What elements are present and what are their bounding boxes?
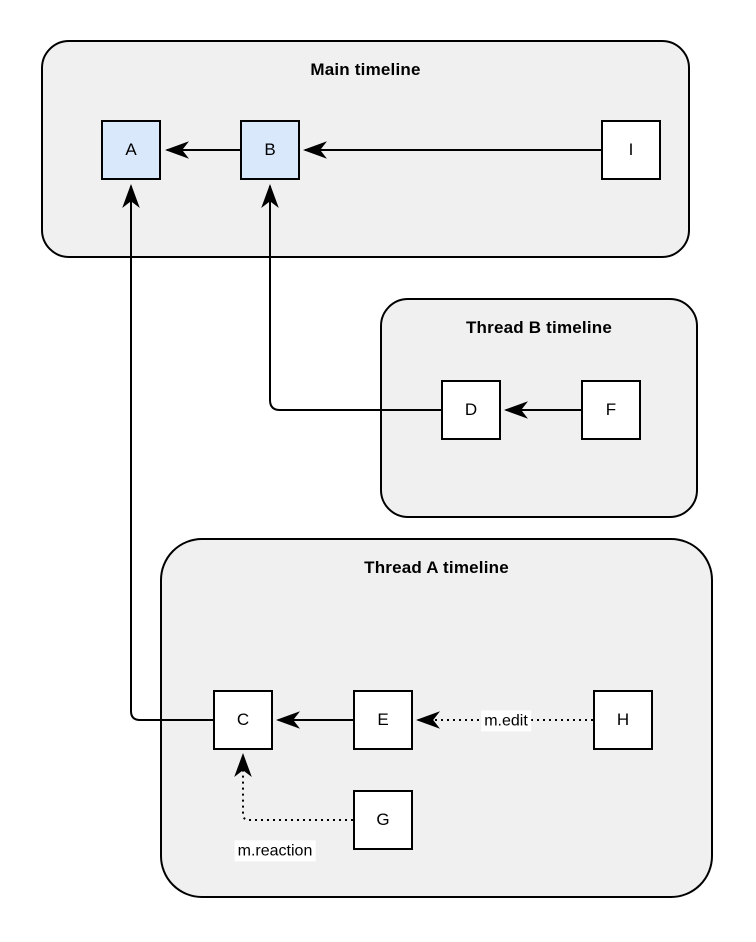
node-f: F	[581, 380, 641, 440]
node-a: A	[101, 120, 161, 180]
main-timeline-title: Main timeline	[310, 60, 421, 79]
node-c-label: C	[236, 710, 250, 729]
thread-a-timeline-title: Thread A timeline	[364, 558, 509, 577]
node-b: B	[240, 120, 300, 180]
node-h-label: H	[616, 710, 630, 729]
edge-label-m-reaction: m.reaction	[234, 840, 316, 862]
node-b-label: B	[264, 140, 276, 159]
node-e: E	[353, 690, 413, 750]
thread-b-timeline-title: Thread B timeline	[465, 318, 613, 337]
node-i-label: I	[628, 140, 634, 159]
container-thread-b-timeline: Thread B timeline	[380, 298, 698, 518]
node-i: I	[601, 120, 661, 180]
node-d-label: D	[464, 400, 478, 419]
node-h: H	[593, 690, 653, 750]
node-g-label: G	[376, 810, 390, 829]
node-f-label: F	[605, 400, 617, 419]
node-c: C	[213, 690, 273, 750]
node-g: G	[353, 790, 413, 850]
node-e-label: E	[377, 710, 389, 729]
node-a-label: A	[125, 140, 137, 159]
edge-label-m-edit: m.edit	[481, 710, 531, 732]
node-d: D	[441, 380, 501, 440]
